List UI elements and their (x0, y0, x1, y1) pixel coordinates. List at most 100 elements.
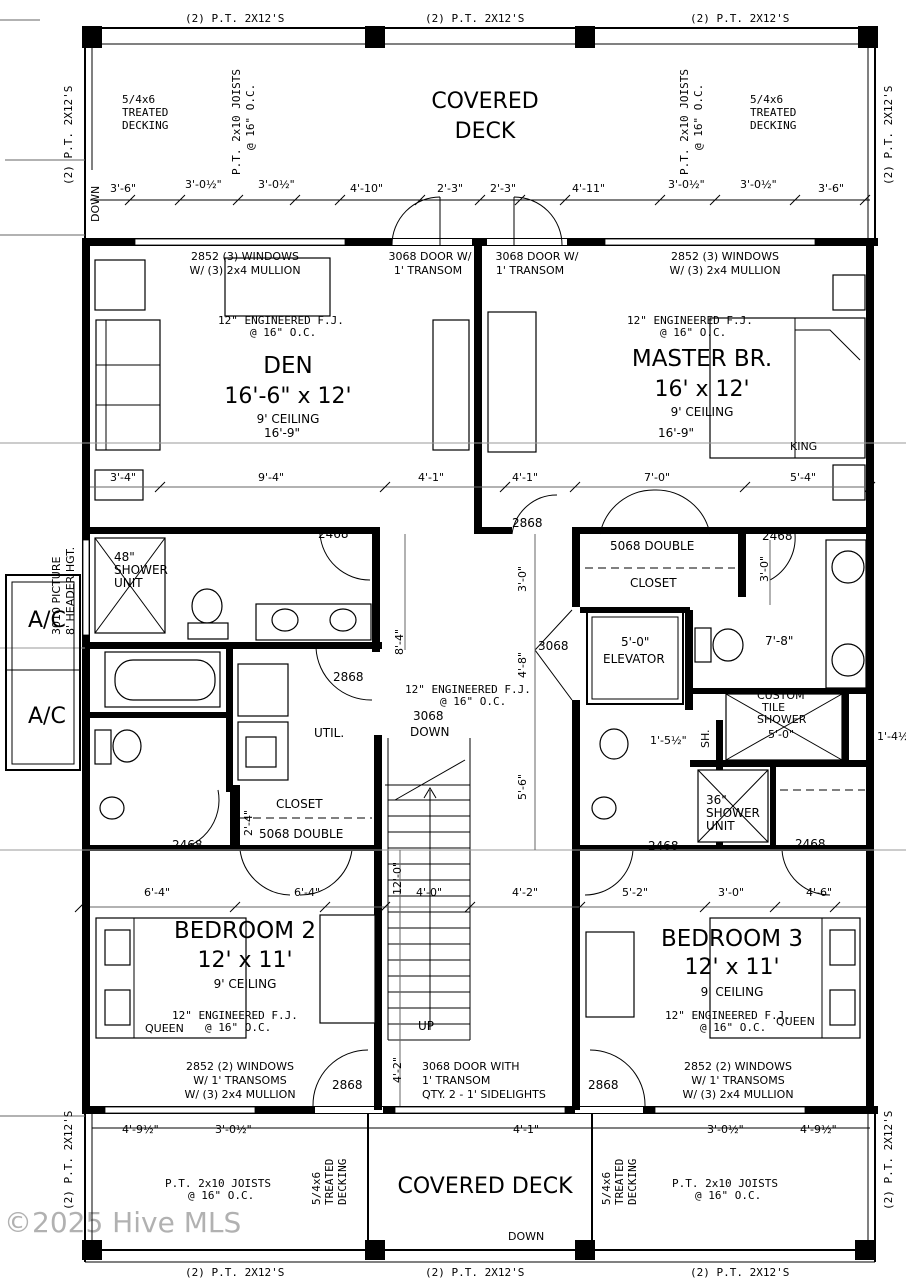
decking-b2a: 5/4x6 (600, 1172, 613, 1205)
den-name: DEN (263, 353, 312, 379)
fj-master-1: 12" ENGINEERED F.J. (627, 314, 753, 327)
dim-o: 4'-8" (516, 652, 529, 678)
dim-m: 3'-0" (516, 566, 529, 592)
dim-b3: 3'-0½" (668, 178, 705, 191)
bedroom2-ceiling: 9' CEILING (214, 977, 277, 991)
dim-tick (229, 901, 241, 913)
dim-tick (709, 194, 721, 206)
door-2468-d: 2468 (648, 839, 679, 853)
decking-2b: TREATED (750, 106, 796, 119)
dim-y: 3'-0" (718, 886, 744, 899)
fj-hall-1: 12" ENGINEERED F.J. (405, 683, 531, 696)
interior-walls (82, 244, 872, 1110)
dim-v: 4'-0" (416, 886, 442, 899)
decking-b1c: DECKING (336, 1159, 349, 1205)
note-pt-6: (2) P.T. 2X12'S (690, 1266, 789, 1279)
dim-tick (829, 901, 841, 913)
exterior-walls (82, 238, 878, 1114)
den-furniture (94, 257, 470, 501)
door-den-2: 1' TRANSOM (394, 264, 462, 277)
elevator-dim: 5'-0" (621, 635, 649, 649)
door-2868-d: 2868 (588, 1078, 619, 1092)
dim-tick (154, 481, 166, 493)
dim-tick (574, 901, 586, 913)
dim-ac: 4'-9½" (122, 1123, 159, 1136)
dim-tick (699, 901, 711, 913)
shower48-2: SHOWER (114, 563, 168, 577)
custom-shower-3: SHOWER (757, 713, 807, 726)
custom-shower-2: TILE (761, 701, 785, 714)
dim-tick (499, 481, 511, 493)
note-pt-4: (2) P.T. 2X12'S (185, 1266, 284, 1279)
front-door-2: 1' TRANSOM (422, 1074, 490, 1087)
door-2468-a: 2468 (318, 527, 349, 541)
note-pt-1: (2) P.T. 2X12'S (185, 12, 284, 25)
dim-tick (334, 194, 346, 206)
deck-top-label-2: DECK (455, 119, 516, 144)
dim-t: 6'-4" (144, 886, 170, 899)
door-den-1: 3068 DOOR W/ (389, 250, 472, 263)
shower48-1: 48" (114, 550, 135, 564)
dim-h: 9'-4" (258, 471, 284, 484)
dim-tick (74, 901, 86, 913)
dim-ae: 4'-1" (513, 1123, 539, 1136)
dim-b2: 3'-0½" (258, 178, 295, 191)
dim-n: 8'-4" (393, 629, 406, 655)
dim-q: 7'-8" (765, 634, 793, 648)
decking-2c: DECKING (750, 119, 796, 132)
win3-master-1: 2852 (3) WINDOWS (671, 250, 779, 263)
door-master-2: 1' TRANSOM (496, 264, 564, 277)
dim-x: 5'-2" (622, 886, 648, 899)
dim-tick (859, 194, 871, 206)
win3-master-2: W/ (3) 2x4 MULLION (669, 264, 780, 277)
dim-tick (514, 194, 526, 206)
joists-2a: P.T. 2x10 JOISTS (678, 69, 691, 175)
dim-i: 4'-1" (418, 471, 444, 484)
dim-ab: 4'-2" (391, 1057, 404, 1083)
dim-a2: 3'-6" (818, 182, 844, 195)
door-2868-b: 2868 (333, 670, 364, 684)
decking-b1b: TREATED (323, 1159, 336, 1205)
dim-tick (569, 481, 581, 493)
joists-b2b: @ 16" O.C. (695, 1189, 761, 1202)
fj-hall-2: @ 16" O.C. (440, 695, 506, 708)
dim-u: 6'-4" (294, 886, 320, 899)
dim-b4: 3'-0½" (740, 178, 777, 191)
master-bed: KING (790, 440, 817, 453)
decking-b2b: TREATED (613, 1159, 626, 1205)
fj-bed2-2: @ 16" O.C. (205, 1021, 271, 1034)
win2-bed2-1: 2852 (2) WINDOWS (186, 1060, 294, 1073)
dim-tick (379, 481, 391, 493)
bedroom2-bed: QUEEN (145, 1022, 184, 1035)
dim-s: 1'-4½" (877, 730, 906, 743)
note-pt-side-3: (2) P.T. 2X12'S (62, 1111, 75, 1210)
dim-j: 4'-1" (512, 471, 538, 484)
down-label-top: DOWN (89, 186, 102, 222)
joists-b2a: P.T. 2x10 JOISTS (672, 1177, 778, 1190)
dim-tick (289, 194, 301, 206)
joists-2b: @ 16" O.C. (692, 84, 705, 150)
dim-tick (464, 901, 476, 913)
note-pt-side-4: (2) P.T. 2X12'S (882, 1111, 895, 1210)
dim-r: 1'-5½" (650, 734, 687, 747)
win2-bed2-3: W/ (3) 2x4 MULLION (184, 1088, 295, 1101)
fj-bed2-1: 12" ENGINEERED F.J. (172, 1009, 298, 1022)
bedroom3-ceiling: 9' CEILING (701, 985, 764, 999)
note-pt-5: (2) P.T. 2X12'S (425, 1266, 524, 1279)
ac-label-1: A/C (28, 608, 66, 633)
dim-tick (769, 901, 781, 913)
note-pt-2: (2) P.T. 2X12'S (425, 12, 524, 25)
shower36-2: SHOWER (706, 806, 760, 820)
win3-den-2: W/ (3) 2x4 MULLION (189, 264, 300, 277)
dim-tick (124, 194, 136, 206)
shower48-3: UNIT (114, 576, 143, 590)
door-2468-e: 2468 (795, 837, 826, 851)
fj-den-2: @ 16" O.C. (250, 326, 316, 339)
sh-label: SH. (699, 729, 712, 748)
dim-k: 7'-0" (644, 471, 670, 484)
shower36-3: UNIT (706, 819, 735, 833)
win2-bed2-2: W/ 1' TRANSOMS (193, 1074, 286, 1087)
dim-ad: 3'-0½" (215, 1123, 252, 1136)
fj-bed3-1: 12" ENGINEERED F.J. (665, 1009, 791, 1022)
bath-fixtures (94, 537, 867, 843)
